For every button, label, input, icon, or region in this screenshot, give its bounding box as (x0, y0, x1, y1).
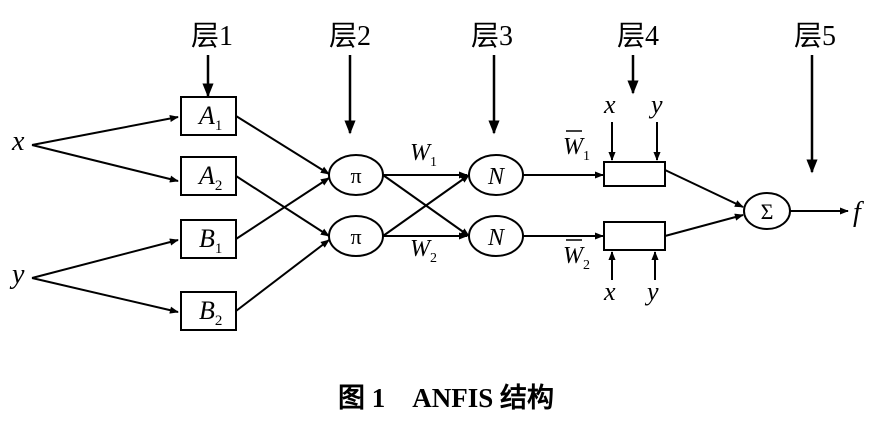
layer-label-1: 层1 (191, 21, 233, 52)
node-sum: Σ (743, 192, 791, 230)
svg-text:π: π (350, 163, 361, 188)
node-b2: B2 (180, 291, 237, 331)
svg-text:W1: W1 (563, 134, 590, 164)
layer4-bottom-input-x: x (603, 277, 616, 306)
svg-text:A2: A2 (197, 161, 222, 194)
svg-text:N: N (487, 164, 506, 190)
layer4-top-input-x: x (603, 90, 616, 119)
svg-text:B1: B1 (199, 224, 222, 257)
edge-y-b2 (31, 277, 179, 314)
norm-weight-label-2: W2 (563, 239, 590, 273)
edge-x-a1 (31, 114, 179, 146)
layer-label-3: 层3 (471, 21, 513, 52)
edge-y-b1 (31, 238, 179, 279)
edge-a1-pi1 (235, 115, 330, 175)
edge-b1-pi1 (235, 177, 330, 240)
layer-label-4: 层4 (617, 21, 659, 52)
svg-text:W2: W2 (563, 243, 590, 273)
figure-caption: 图 1 ANFIS 结构 (338, 383, 554, 413)
edge-b2-pi2 (235, 239, 330, 312)
node-pi-1: π (328, 154, 384, 196)
layer-label-2: 层2 (329, 21, 371, 52)
svg-text:B2: B2 (199, 296, 222, 329)
weight-label-w2: W2 (410, 236, 437, 266)
layer4-bottom-input-y: y (644, 277, 659, 306)
layer-label-5: 层5 (794, 21, 836, 52)
edge-l4-2-sum (664, 213, 744, 237)
svg-text:A1: A1 (197, 101, 222, 134)
node-n-1: N (468, 154, 524, 196)
svg-text:N: N (487, 225, 506, 251)
layer4-top-input-y: y (648, 90, 663, 119)
edge-a2-pi2 (235, 175, 330, 237)
edge-pi2-n1 (382, 174, 470, 237)
svg-text:π: π (350, 224, 361, 249)
node-n-2: N (468, 215, 524, 257)
node-a2: A2 (180, 156, 237, 196)
node-layer4-2 (603, 221, 666, 251)
weight-label-w1: W1 (410, 140, 437, 170)
norm-weight-label-1: W1 (563, 130, 590, 164)
node-layer4-1 (603, 161, 666, 187)
output-f: f (853, 197, 864, 228)
node-a1: A1 (180, 96, 237, 136)
edge-x-a2 (31, 144, 179, 183)
edge-l4-1-sum (664, 169, 744, 208)
svg-text:Σ: Σ (761, 199, 774, 224)
node-b1: B1 (180, 219, 237, 259)
input-x: x (11, 126, 25, 157)
input-y: y (9, 259, 25, 290)
node-pi-2: π (328, 215, 384, 257)
